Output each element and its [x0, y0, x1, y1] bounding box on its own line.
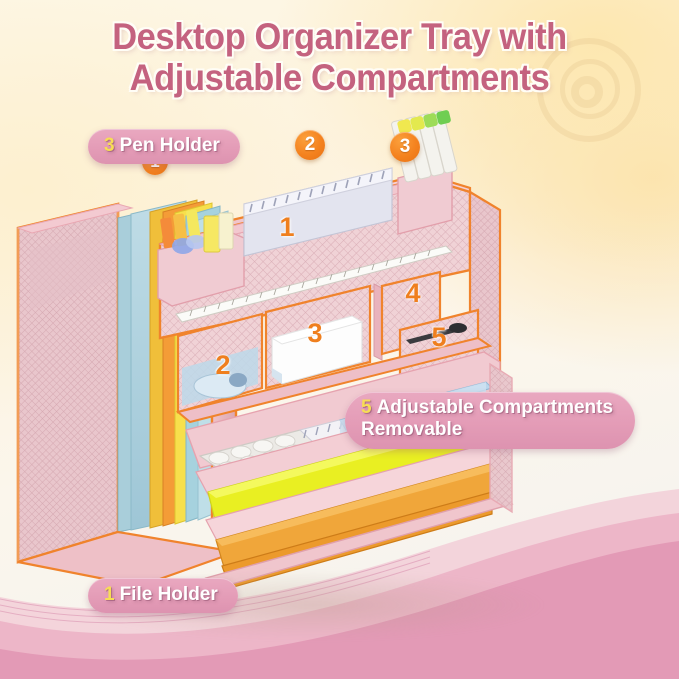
- callout-file-holder-label: File Holder: [119, 584, 218, 605]
- bottom-wave-decoration: [0, 489, 679, 679]
- badge-compartment-4: 4: [405, 277, 421, 308]
- badge-compartment-2: 2: [215, 349, 231, 380]
- watermark-ring-inner: [571, 76, 603, 108]
- organizer-svg: [16, 110, 514, 589]
- callout-adjustable-label-2: Removable: [361, 419, 463, 441]
- callout-file-holder-number: 1: [104, 584, 115, 605]
- badge-marker-slot: 3: [390, 132, 420, 162]
- page-title: Desktop Organizer Tray with Adjustable C…: [24, 16, 655, 99]
- callout-pen-holder-number: 3: [104, 135, 115, 156]
- badge-notebook: 2: [295, 130, 325, 160]
- watermark-ring-outer: [537, 38, 641, 142]
- watermark-ring-middle: [560, 59, 620, 119]
- product-illustration: 1 2 3 1 2 3 4 5: [0, 100, 600, 640]
- badge-compartment-3: 3: [307, 317, 323, 348]
- page-title-line-1: Desktop Organizer Tray with: [112, 16, 567, 57]
- callout-adjustable-number: 5: [361, 397, 372, 418]
- badge-compartment-5: 5: [431, 321, 447, 352]
- callout-adjustable-label: Adjustable Compartments: [376, 397, 614, 418]
- callout-pen-holder-label: Pen Holder: [119, 135, 220, 156]
- page-title-line-2: Adjustable Compartments: [129, 57, 550, 99]
- badge-long-tray: 1: [279, 211, 295, 242]
